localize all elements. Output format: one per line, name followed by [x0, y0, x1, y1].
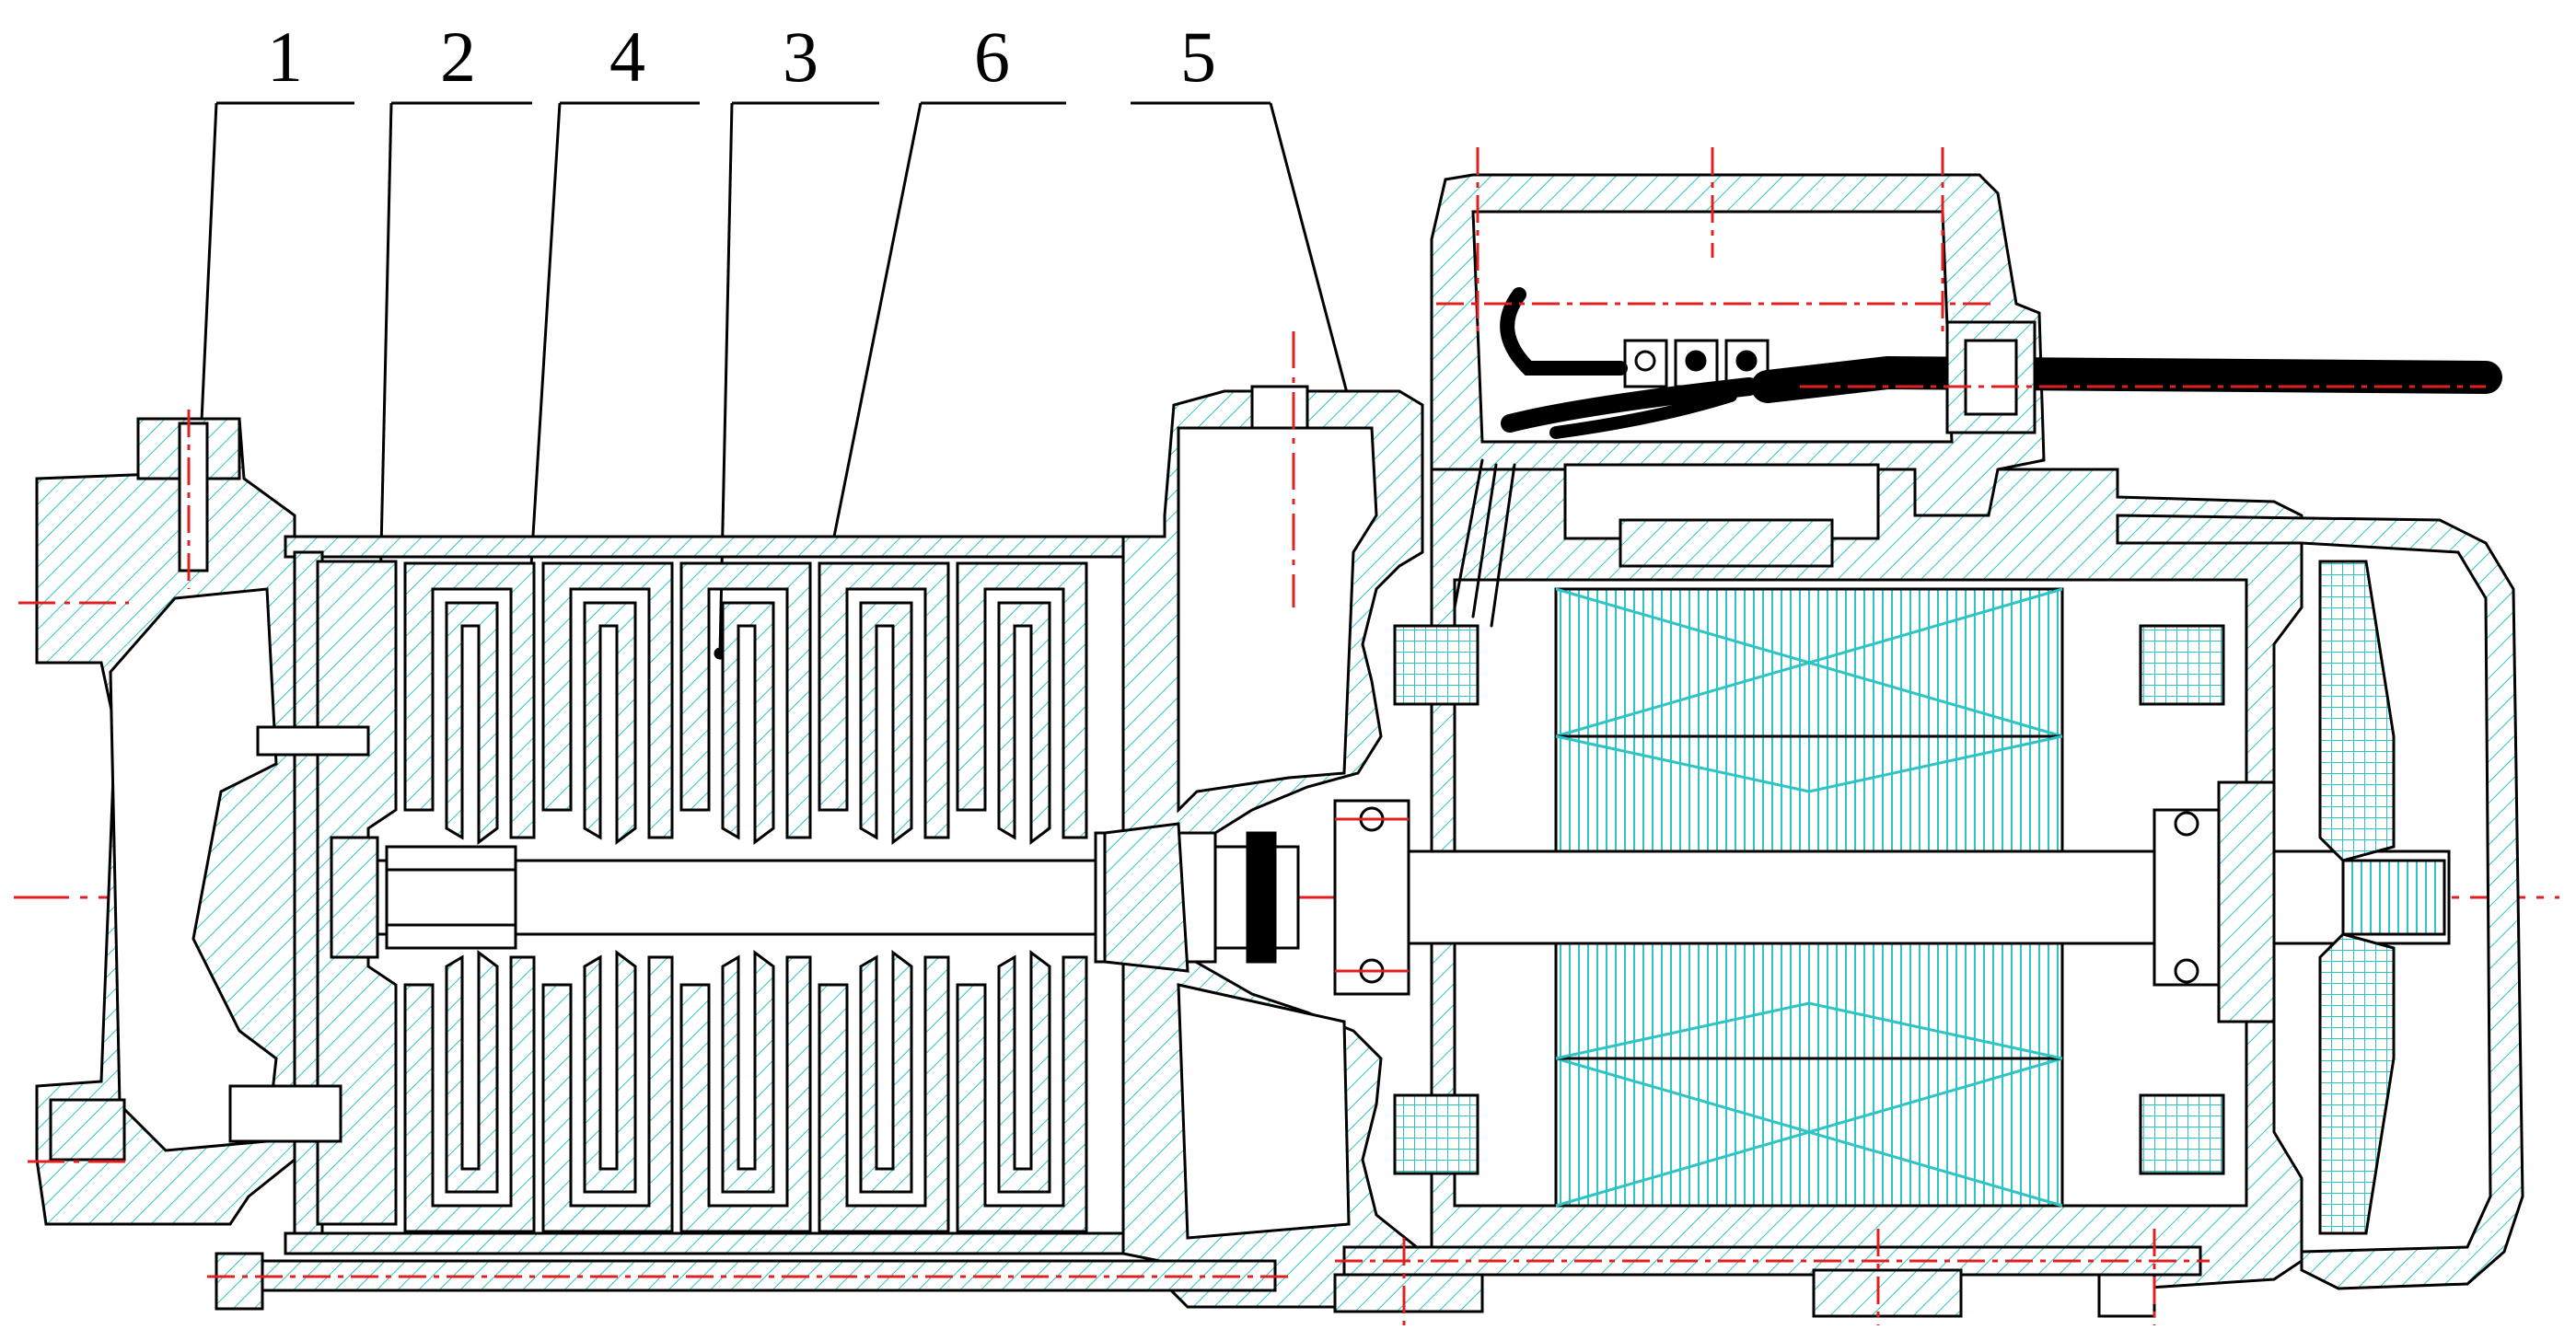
pump-stage	[541, 561, 674, 1233]
impeller-upper	[445, 601, 499, 845]
motor-bracket	[1121, 385, 1424, 1309]
stator-core	[1554, 587, 2064, 1208]
diffuser-upper	[541, 561, 674, 839]
mechanical-seal	[1094, 822, 1300, 973]
tie-rod-centerlines	[207, 1229, 2210, 1325]
callout-5: 5	[1180, 17, 1216, 97]
pump-stage	[403, 561, 536, 1233]
impeller-lower	[721, 950, 775, 1194]
impeller-upper	[859, 601, 913, 845]
diffuser-lower	[956, 955, 1088, 1233]
pump-stage	[956, 561, 1088, 1233]
front-bearing	[1333, 799, 1410, 996]
impeller-lower	[445, 950, 499, 1194]
impeller-lower	[859, 950, 913, 1194]
cable-gland	[1945, 320, 2036, 434]
impeller-lower	[997, 950, 1051, 1194]
impeller-upper	[583, 601, 637, 845]
callout-2: 2	[440, 17, 476, 97]
fan-cover	[2116, 514, 2524, 1290]
pump-stage	[818, 561, 950, 1233]
diffuser-lower	[541, 955, 674, 1233]
pump-casing	[35, 417, 296, 1226]
impeller-upper	[997, 601, 1051, 845]
diffuser-lower	[403, 955, 536, 1233]
stator-end-turns	[1393, 624, 2225, 1175]
terminal-box-centerlines	[1436, 147, 2486, 388]
callout-6: 6	[974, 17, 1010, 97]
diffuser-upper	[679, 561, 812, 839]
callout-3: 3	[783, 17, 818, 97]
rotor	[1554, 734, 2064, 1060]
diffuser-lower	[679, 955, 812, 1233]
diffuser-lower	[818, 955, 950, 1233]
callout-1: 1	[267, 17, 303, 97]
pump-stages	[403, 561, 1088, 1233]
rear-bearing	[2152, 780, 2276, 1023]
callout-4: 4	[609, 17, 645, 97]
cooling-fan	[2318, 560, 2396, 1235]
motor-shaft	[1407, 850, 2451, 945]
impeller-lower	[583, 950, 637, 1194]
diffuser-upper	[956, 561, 1088, 839]
power-cable	[1453, 287, 2502, 628]
pump-stage	[679, 561, 812, 1233]
diffuser-upper	[818, 561, 950, 839]
pump-shaft	[330, 836, 1097, 959]
impeller-upper	[721, 601, 775, 845]
diffuser-upper	[403, 561, 536, 839]
